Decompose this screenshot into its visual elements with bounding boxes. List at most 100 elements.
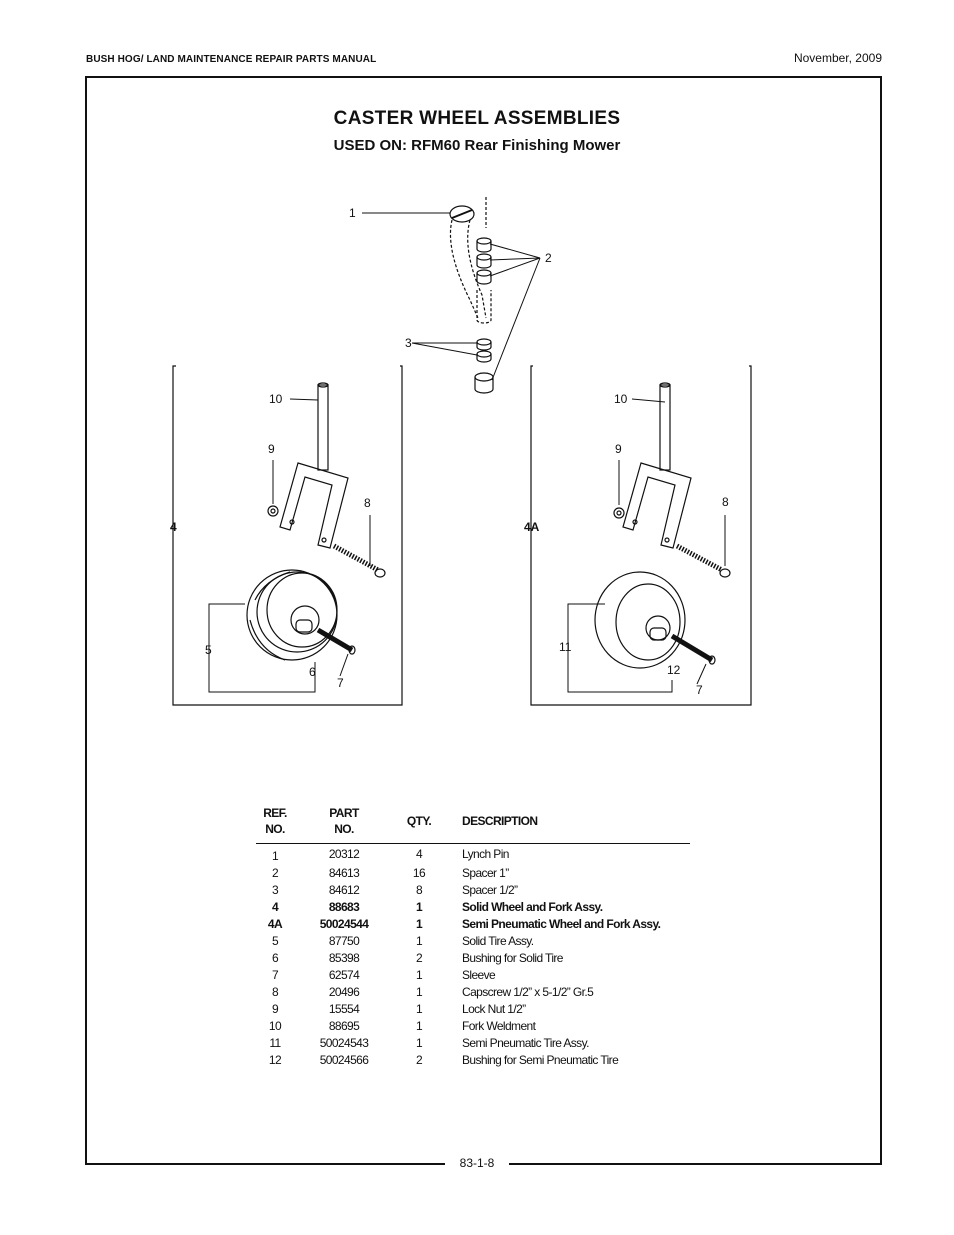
qty-cell: 1 [415, 917, 423, 931]
page-subtitle: USED ON: RFM60 Rear Finishing Mower [333, 137, 621, 154]
header-part-no: PART NO. [294, 805, 394, 844]
part-no-cell: 20312 [328, 847, 360, 861]
callout-2: 2 [545, 251, 552, 265]
ref-cell: 8 [271, 985, 279, 999]
qty-cell: 2 [415, 951, 423, 965]
part-no-cell: 15554 [328, 1002, 360, 1016]
table-row: 6 85398 2 Bushing for Solid Tire [256, 950, 690, 967]
qty-cell: 4 [415, 847, 423, 861]
assembly-4-bracket [172, 365, 403, 706]
lock-nut-right [613, 507, 625, 519]
description-cell: Sleeve [462, 968, 496, 982]
table-row: 4A 50024544 1 Semi Pneumatic Wheel and Fork… [256, 916, 690, 933]
spacer-stack-drawing [474, 237, 494, 394]
page-frame [85, 76, 882, 1164]
part-no-cell: 88683 [328, 900, 360, 914]
part-no-cell: 88695 [328, 1019, 360, 1033]
ref-cell: 11 [269, 1036, 281, 1050]
qty-cell: 1 [415, 934, 423, 948]
ref-cell: 4A [267, 917, 283, 931]
callout-left-7: 7 [337, 676, 344, 690]
fork-weldment-left [279, 382, 349, 549]
part-no-cell: 50024543 [319, 1036, 369, 1050]
description-cell: Spacer 1/2” [462, 883, 518, 897]
page-number: 83-1-8 [445, 1156, 509, 1170]
ref-cell: 2 [271, 866, 279, 880]
callout-right-8: 8 [722, 495, 729, 509]
ref-cell: 4 [271, 900, 279, 914]
callout-right-12: 12 [667, 663, 681, 677]
table-row: 7 62574 1 Sleeve [256, 967, 690, 984]
fork-weldment-right [622, 382, 692, 549]
qty-cell: 2 [415, 1053, 423, 1067]
callout-3: 3 [405, 336, 412, 350]
ref-cell: 1 [271, 849, 279, 863]
description-cell: Lock Nut 1/2” [462, 1002, 526, 1016]
callout-left-9: 9 [268, 442, 275, 456]
description-cell: Bushing for Semi Pneumatic Tire [462, 1053, 619, 1067]
callout-assembly-4: 4 [170, 520, 177, 534]
part-no-cell: 87750 [328, 934, 360, 948]
publication-date: November, 2009 [793, 51, 882, 65]
description-cell: Lynch Pin [462, 847, 509, 861]
exploded-parts-diagram [172, 197, 752, 706]
ref-cell: 7 [271, 968, 279, 982]
qty-cell: 1 [415, 900, 423, 914]
part-no-cell: 20496 [328, 985, 360, 999]
description-cell: Solid Wheel and Fork Assy. [462, 900, 603, 914]
description-cell: Fork Weldment [462, 1019, 536, 1033]
lock-nut-left [267, 505, 279, 517]
part-no-cell: 62574 [328, 968, 360, 982]
description-cell: Semi Pneumatic Wheel and Fork Assy. [462, 917, 661, 931]
top-leader-lines [362, 212, 541, 381]
callout-right-10: 10 [614, 392, 628, 406]
qty-cell: 1 [415, 968, 423, 982]
qty-cell: 1 [415, 1019, 423, 1033]
page-title: CASTER WHEEL ASSEMBLIES [333, 108, 621, 129]
assembly-4a-bracket [530, 365, 752, 706]
description-cell: Spacer 1” [462, 866, 509, 880]
ref-cell: 3 [271, 883, 279, 897]
description-cell: Solid Tire Assy. [462, 934, 534, 948]
capscrew-left [332, 543, 386, 578]
qty-cell: 16 [412, 866, 426, 880]
solid-wheel-left [246, 569, 356, 661]
callout-left-5: 5 [205, 643, 212, 657]
table-row: 9 15554 1 Lock Nut 1/2” [256, 1001, 690, 1018]
header-qty: QTY. [394, 805, 444, 844]
header-description: DESCRIPTION [444, 805, 690, 844]
footer-rule-left [85, 1163, 447, 1165]
description-cell: Capscrew 1/2” x 5-1/2” Gr.5 [462, 985, 594, 999]
description-cell: Semi Pneumatic Tire Assy. [462, 1036, 589, 1050]
callout-1: 1 [349, 206, 356, 220]
part-no-cell: 50024566 [319, 1053, 369, 1067]
ref-cell: 10 [268, 1019, 282, 1033]
semi-pneumatic-wheel-right [594, 571, 716, 669]
capscrew-right [675, 543, 731, 578]
table-row: 5 87750 1 Solid Tire Assy. [256, 933, 690, 950]
callout-assembly-4a: 4A [524, 520, 540, 534]
qty-cell: 1 [415, 1002, 423, 1016]
table-row: 8 20496 1 Capscrew 1/2” x 5-1/2” Gr.5 [256, 984, 690, 1001]
table-row: 1 20312 4 Lynch Pin [256, 844, 690, 866]
right-leader-lines [567, 398, 726, 693]
ref-cell: 6 [271, 951, 279, 965]
manual-title: BUSH HOG/ LAND MAINTENANCE REPAIR PARTS … [86, 54, 377, 65]
ref-cell: 9 [271, 1002, 279, 1016]
qty-cell: 1 [415, 985, 423, 999]
part-no-cell: 85398 [328, 951, 360, 965]
table-row: 4 88683 1 Solid Wheel and Fork Assy. [256, 899, 690, 916]
description-cell: Bushing for Solid Tire [462, 951, 563, 965]
lynch-pin-drawing [449, 197, 487, 319]
table-row: 10 88695 1 Fork Weldment [256, 1018, 690, 1035]
callout-right-7: 7 [696, 683, 703, 697]
callout-left-8: 8 [364, 496, 371, 510]
part-no-cell: 84612 [328, 883, 360, 897]
ref-cell: 5 [271, 934, 279, 948]
part-no-cell: 50024544 [319, 917, 369, 931]
